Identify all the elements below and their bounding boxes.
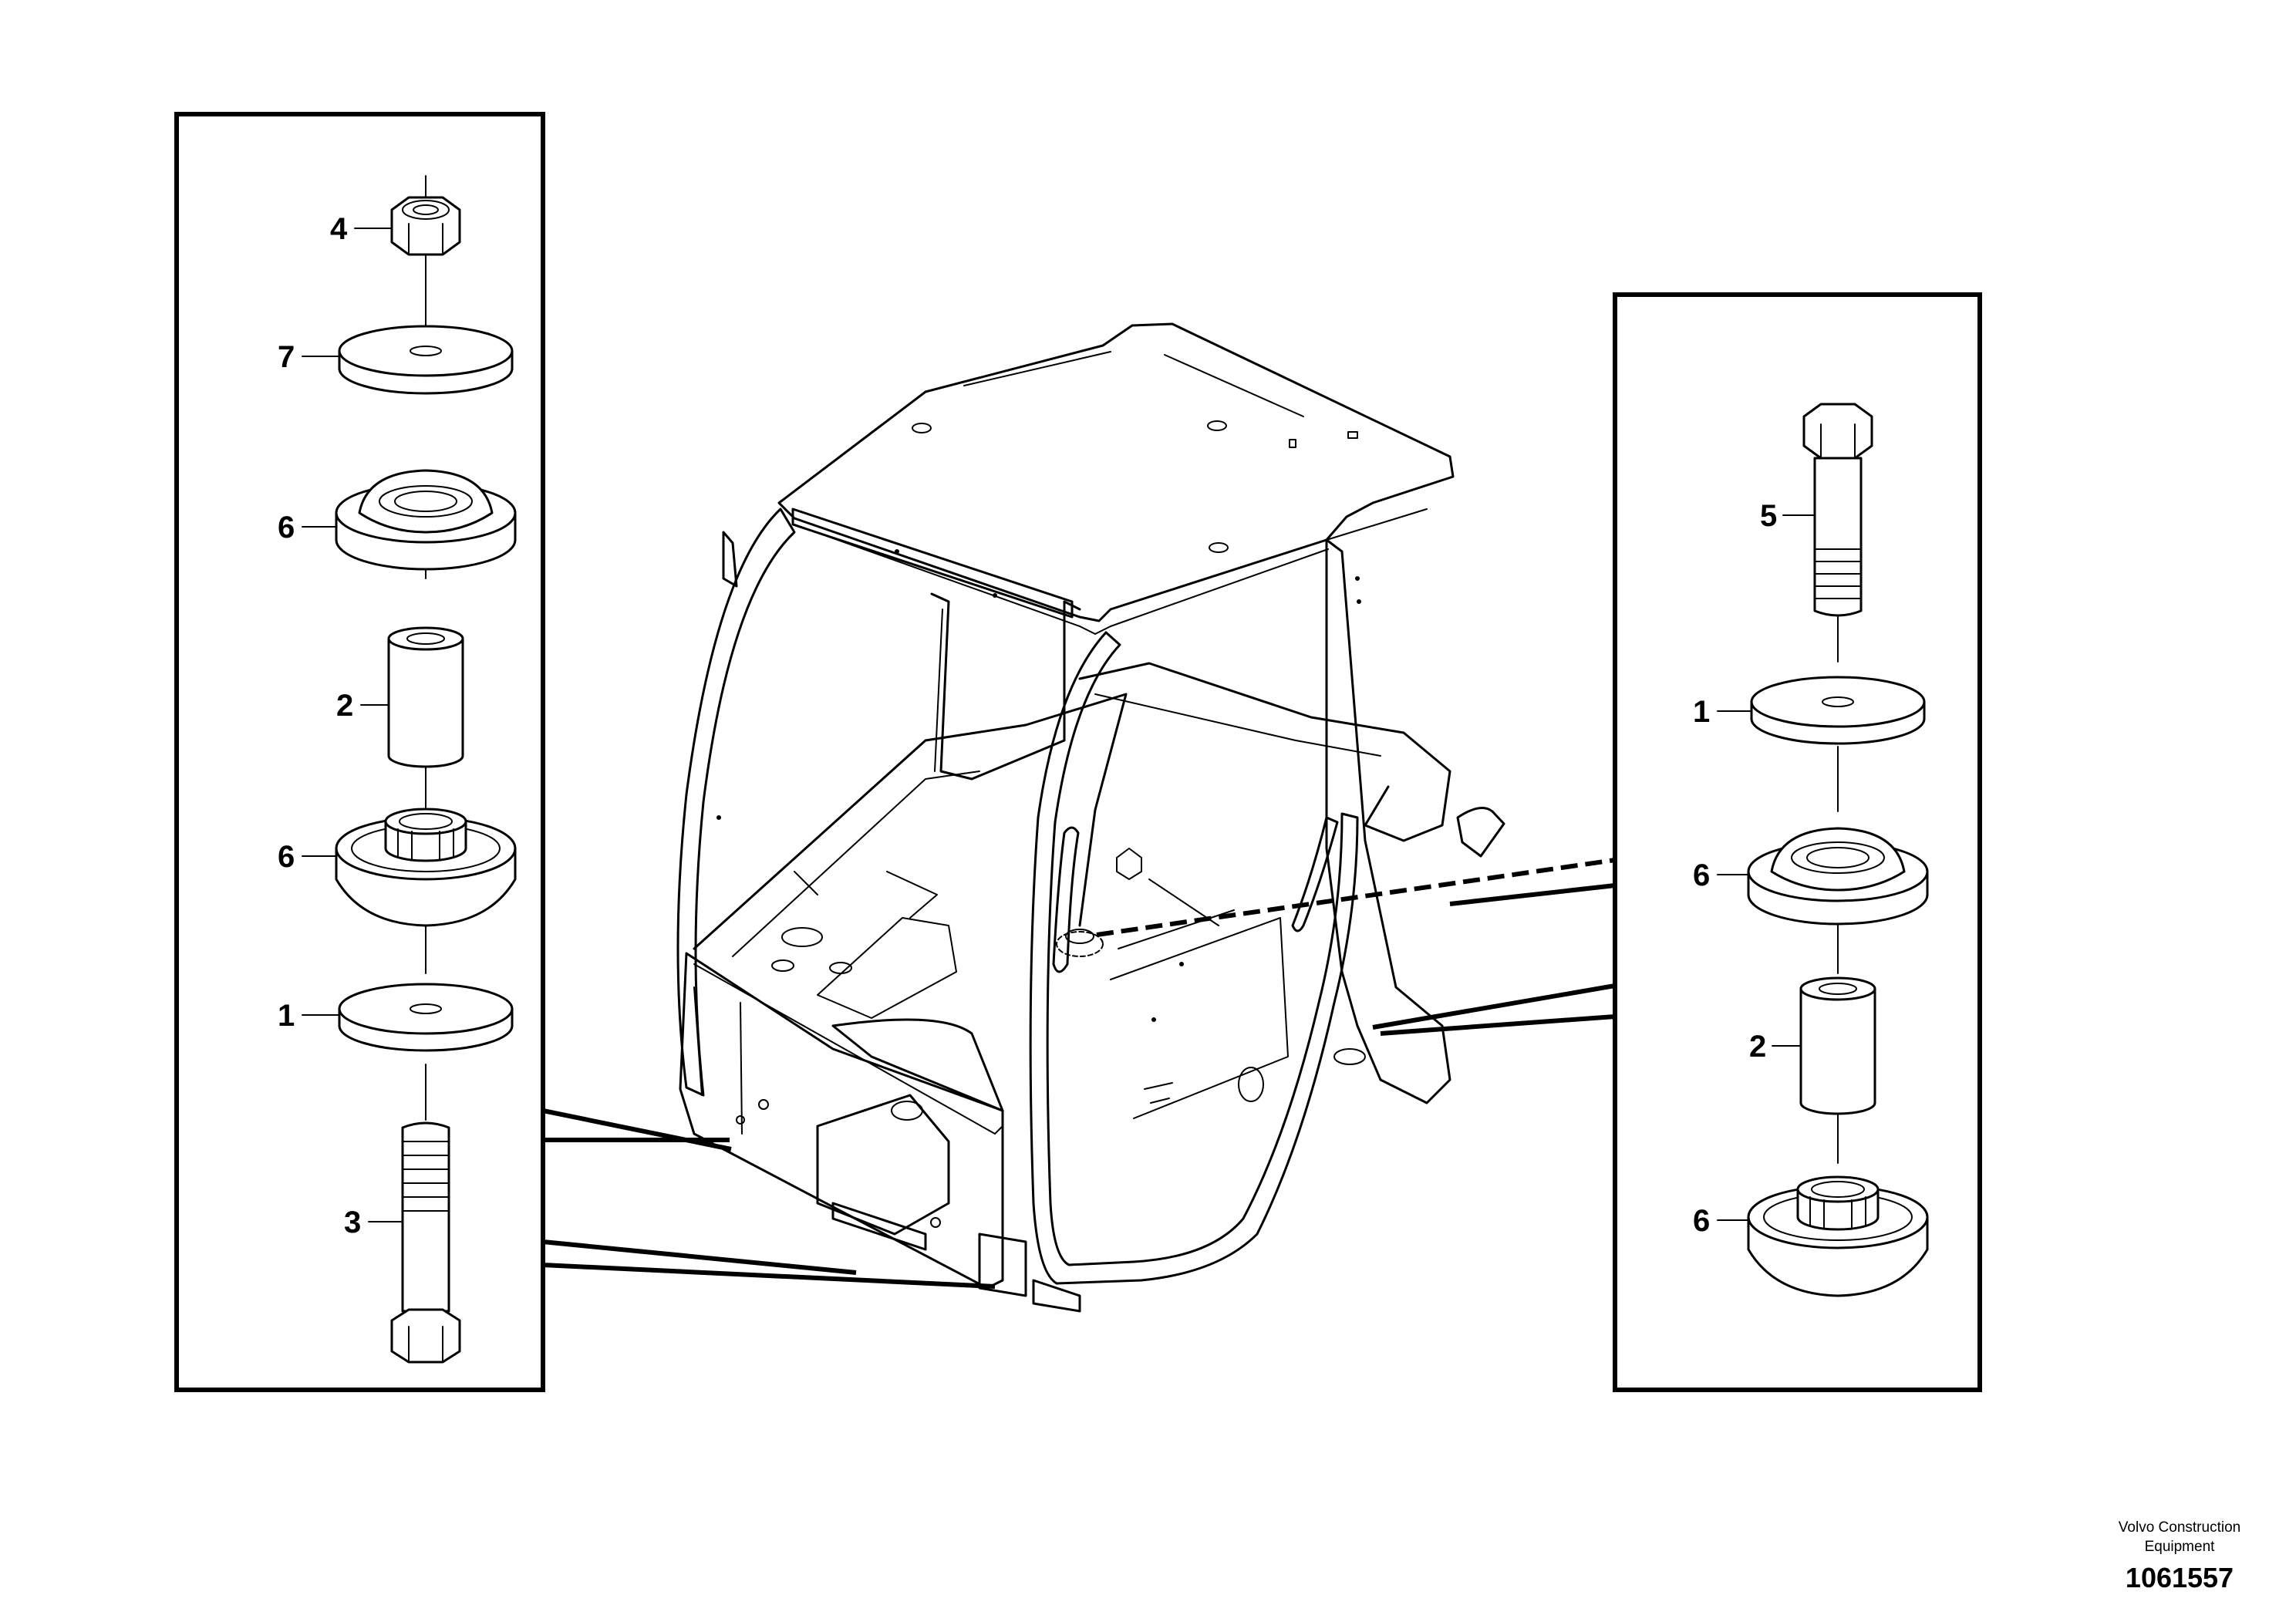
rubber-mount-upper [335, 469, 517, 571]
hex-bolt [1802, 403, 1873, 617]
hex-bolt [390, 1121, 461, 1364]
callout-left-nut: 4 [330, 212, 348, 246]
right-detail-box [1613, 292, 1982, 1392]
hex-nut [390, 196, 461, 256]
callout-left-washer-top: 7 [278, 340, 295, 374]
callout-right-mount-lower: 6 [1693, 1204, 1710, 1238]
callout-right-bolt: 5 [1760, 499, 1777, 533]
rubber-mount-upper [1747, 827, 1929, 926]
callout-left-mount-lower: 6 [278, 840, 295, 874]
callout-left-mount-upper: 6 [278, 511, 295, 545]
spacer-tube [387, 626, 464, 768]
spacer-tube [1799, 976, 1876, 1115]
illustration-number: 1061557 [2126, 1562, 2234, 1593]
flat-washer [338, 983, 514, 1052]
callout-right-spacer: 2 [1749, 1030, 1766, 1064]
brand-name-line2: Equipment [2145, 1539, 2216, 1555]
rubber-mount-lower [1747, 1175, 1929, 1297]
callout-left-washer-bottom: 1 [278, 999, 295, 1033]
flat-washer [1750, 676, 1926, 745]
cab-frame-illustration [676, 322, 1505, 1313]
detail-connector-lines [541, 858, 1617, 1289]
callout-right-washer: 1 [1693, 695, 1710, 729]
brand-name-line1: Volvo Construction [2119, 1519, 2240, 1536]
large-washer [338, 325, 514, 395]
callout-left-spacer: 2 [336, 689, 353, 723]
callout-left-bolt: 3 [344, 1206, 361, 1239]
rubber-mount-lower [335, 808, 517, 927]
left-detail-box [174, 112, 545, 1392]
callout-right-mount-upper: 6 [1693, 858, 1710, 892]
